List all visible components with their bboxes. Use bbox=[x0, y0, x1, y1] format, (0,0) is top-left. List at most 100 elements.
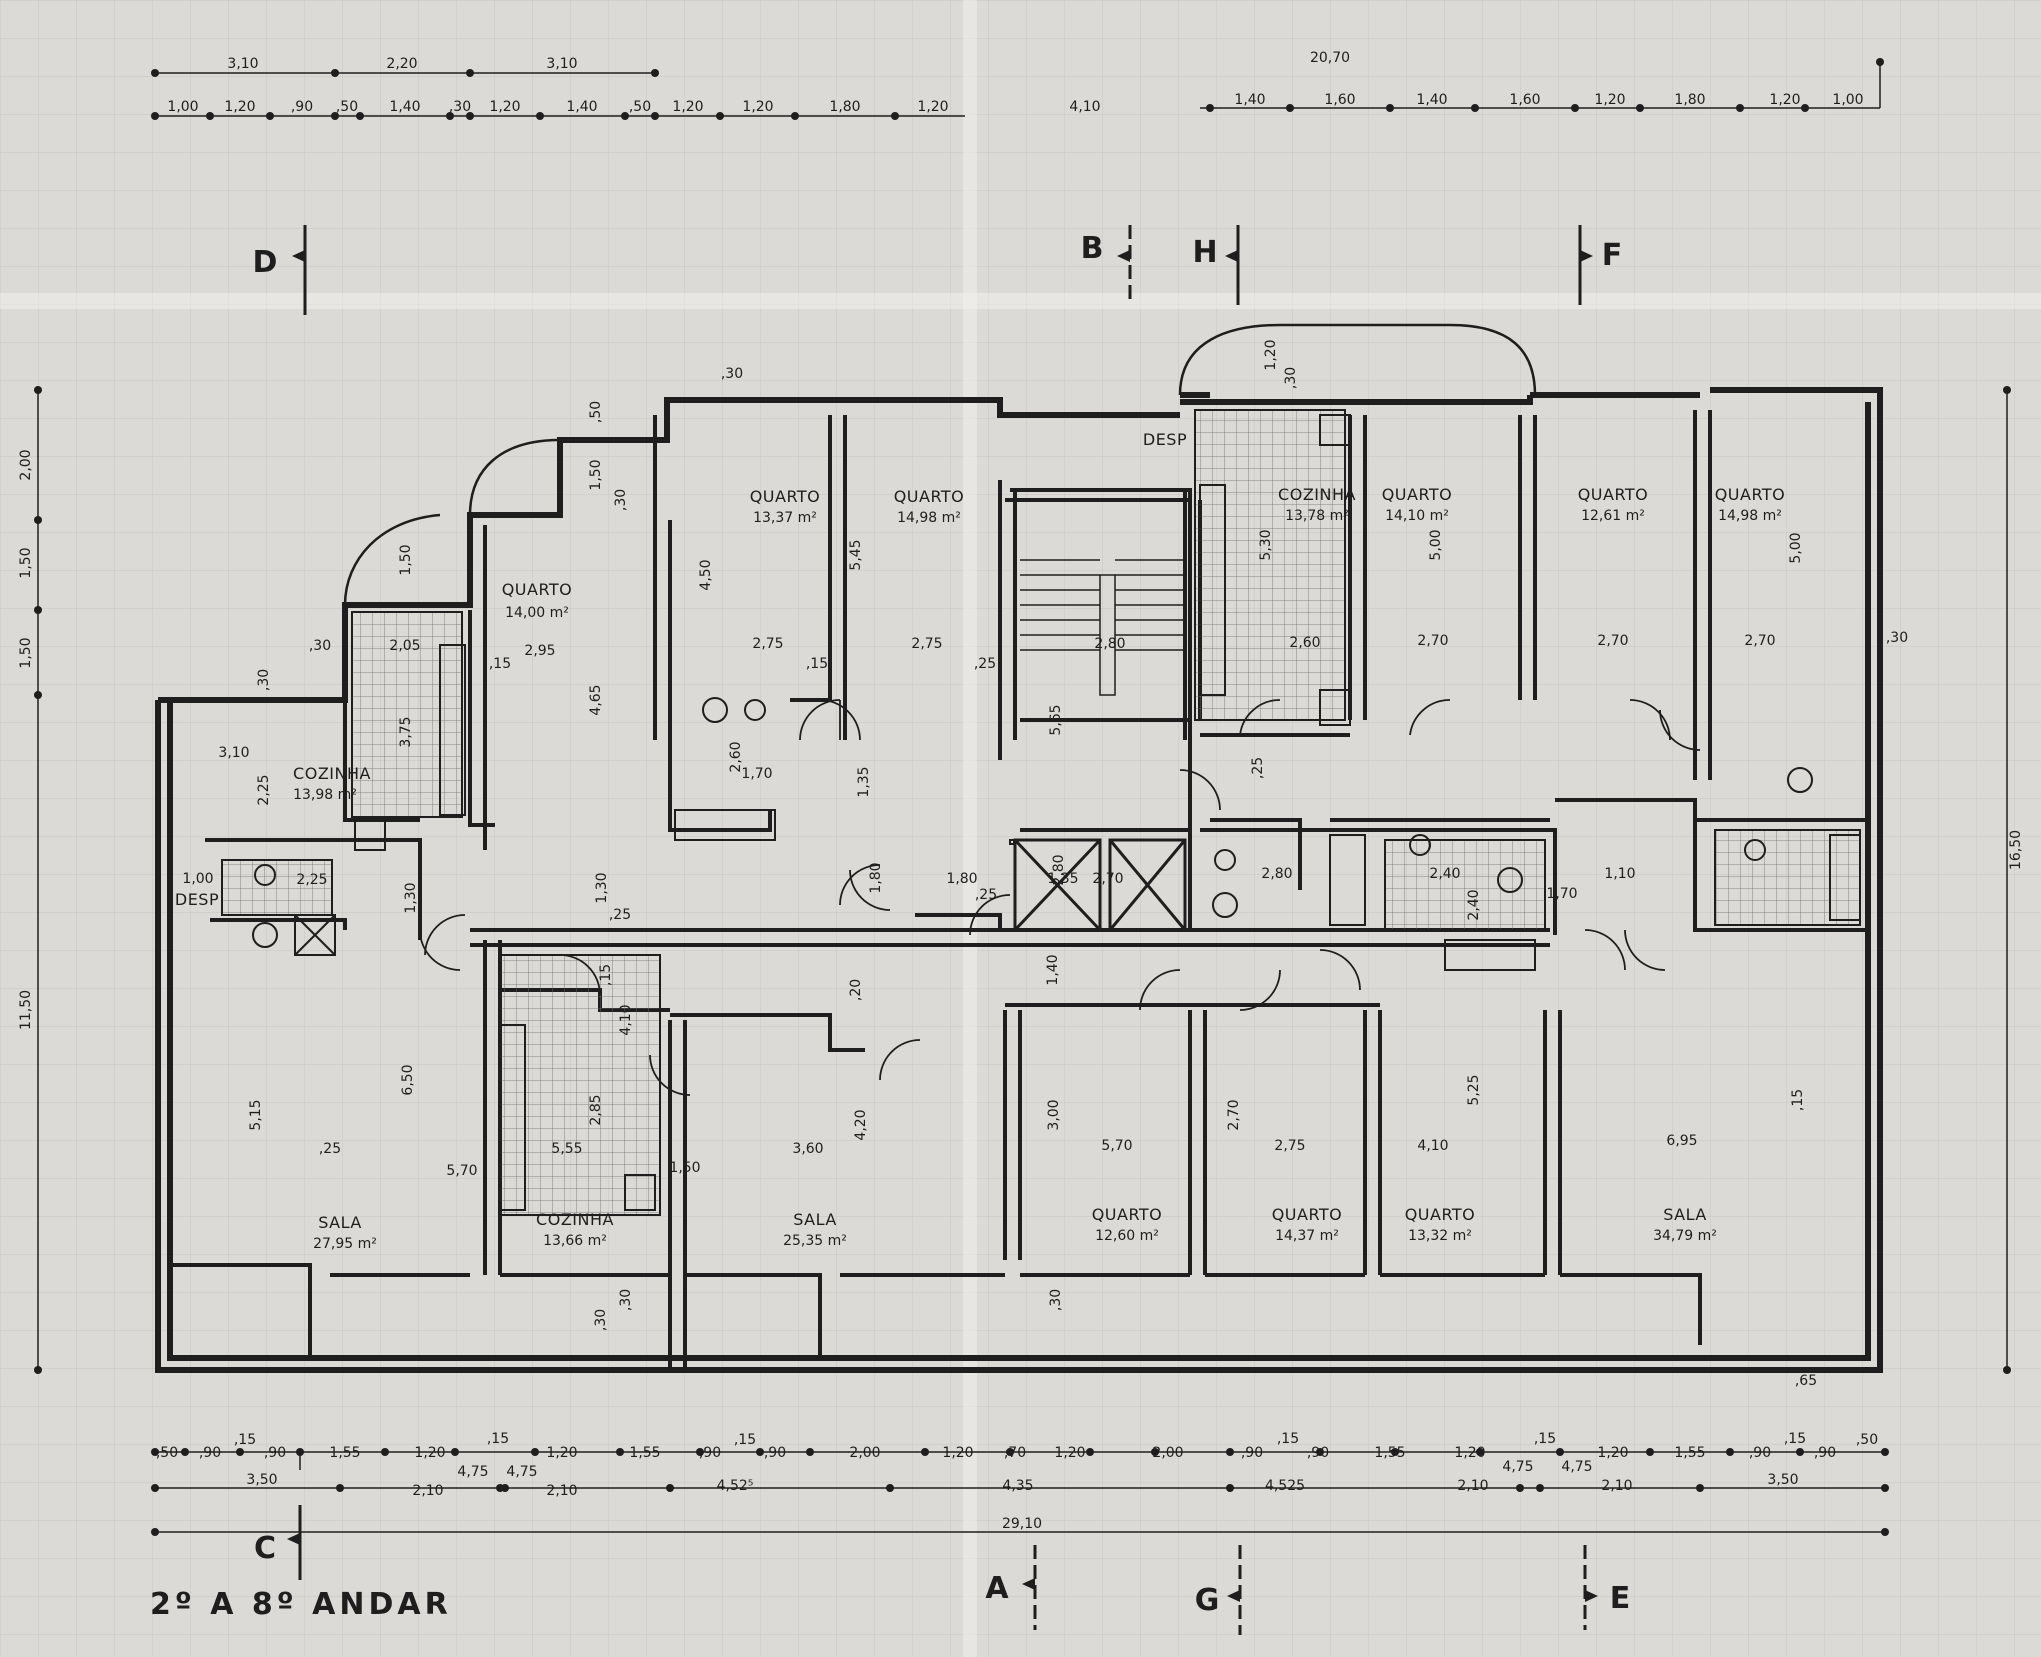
section-marker-a: A bbox=[985, 1545, 1037, 1630]
section-letter: D bbox=[253, 245, 278, 280]
dim-text: 3,50 bbox=[1767, 1472, 1798, 1488]
dimension-lines bbox=[37, 62, 2008, 1533]
dim-text: 5,15 bbox=[248, 1099, 264, 1130]
room-name: QUARTO bbox=[1715, 485, 1786, 504]
room-labels: QUARTO 14,00 m² QUARTO 13,37 m² QUARTO 1… bbox=[175, 430, 1785, 1252]
dim-text: 2,00 bbox=[849, 1445, 880, 1461]
dim-text: ,90 bbox=[264, 1445, 286, 1461]
room-name: DESP bbox=[1143, 430, 1187, 449]
room-name: QUARTO bbox=[1405, 1205, 1476, 1224]
dim-text: ,30 bbox=[256, 669, 272, 691]
section-letter: B bbox=[1081, 231, 1104, 266]
room-name: QUARTO bbox=[1272, 1205, 1343, 1224]
dim-text: ,15 bbox=[487, 1431, 509, 1447]
dim-text: 2,00 bbox=[1152, 1445, 1183, 1461]
dim-text: 3,75 bbox=[398, 716, 414, 747]
dim-text: ,90 bbox=[199, 1445, 221, 1461]
dim-text: 2,05 bbox=[389, 638, 420, 654]
room-area: 25,35 m² bbox=[783, 1233, 847, 1249]
dim-text: ,25 bbox=[1250, 757, 1266, 779]
dim-text: 2,40 bbox=[1466, 889, 1482, 920]
dim-text: 20,70 bbox=[1310, 50, 1350, 66]
room-area: 14,00 m² bbox=[505, 605, 569, 621]
section-marker-c: C bbox=[254, 1505, 302, 1580]
dim-text: 3,50 bbox=[246, 1472, 277, 1488]
dim-text: 1,00 bbox=[167, 99, 198, 115]
dim-text: 1,60 bbox=[1509, 92, 1540, 108]
dimensions-top-row1: 3,10 2,20 3,10 20,70 bbox=[227, 50, 1350, 72]
section-letter: A bbox=[985, 1571, 1009, 1606]
section-marker-g: G bbox=[1195, 1545, 1242, 1635]
dim-text: ,30 bbox=[618, 1289, 634, 1311]
dim-text: ,30 bbox=[1283, 367, 1299, 389]
dim-text: 5,30 bbox=[1258, 529, 1274, 560]
tiled-floors bbox=[221, 409, 1861, 1216]
section-letter: F bbox=[1602, 238, 1623, 273]
dim-text: 1,70 bbox=[741, 766, 772, 782]
partitions bbox=[170, 410, 1868, 1370]
section-marker-b: B bbox=[1081, 225, 1132, 305]
dim-text: 3,10 bbox=[227, 56, 258, 72]
dim-text: 5,25 bbox=[1466, 1074, 1482, 1105]
dim-text: ,30 bbox=[593, 1309, 609, 1331]
dim-text: 4,65 bbox=[588, 684, 604, 715]
room-name: QUARTO bbox=[502, 580, 573, 599]
room-name: SALA bbox=[793, 1210, 837, 1229]
dim-text: 5,70 bbox=[1101, 1138, 1132, 1154]
elevator-shafts bbox=[1013, 838, 1187, 932]
dim-text: 1,40 bbox=[1416, 92, 1447, 108]
dim-text: 5,00 bbox=[1788, 532, 1804, 563]
dim-text: 1,50 bbox=[669, 1160, 700, 1176]
dim-text: 2,25 bbox=[296, 872, 327, 888]
bathroom-fixtures bbox=[252, 697, 1861, 971]
dim-text: 6,95 bbox=[1666, 1133, 1697, 1149]
dim-text: 4,10 bbox=[1069, 99, 1100, 115]
dim-text: 2,70 bbox=[1226, 1099, 1242, 1130]
dim-text: 4,75 bbox=[1561, 1459, 1592, 1475]
dim-text: 1,55 bbox=[1674, 1445, 1705, 1461]
section-marker-h: H bbox=[1192, 225, 1240, 305]
dim-text: 2,70 bbox=[1744, 633, 1775, 649]
dim-text: 1,20 bbox=[224, 99, 255, 115]
dim-text: 3,60 bbox=[792, 1141, 823, 1157]
dim-text: ,90 bbox=[291, 99, 313, 115]
dim-text: 1,20 bbox=[917, 99, 948, 115]
dim-text: ,15 bbox=[1534, 1431, 1556, 1447]
dim-text: 1,80 bbox=[829, 99, 860, 115]
dim-text: ,30 bbox=[721, 366, 743, 382]
balcony-arcs bbox=[343, 323, 1537, 606]
dim-text: 4,10 bbox=[1417, 1138, 1448, 1154]
room-area: 14,98 m² bbox=[897, 510, 961, 526]
dim-text: ,15 bbox=[806, 656, 828, 672]
room-area: 27,95 m² bbox=[313, 1236, 377, 1252]
dim-text: 4,10 bbox=[618, 1004, 634, 1035]
dim-text: 2,10 bbox=[1601, 1478, 1632, 1494]
section-marker-f: F bbox=[1578, 225, 1623, 305]
dim-text: ,30 bbox=[309, 638, 331, 654]
dim-text: ,30 bbox=[1886, 630, 1908, 646]
dim-text: 6,50 bbox=[400, 1064, 416, 1095]
room-name: COZINHA bbox=[293, 764, 371, 783]
room-area: 12,60 m² bbox=[1095, 1228, 1159, 1244]
dim-text: 4,50 bbox=[698, 559, 714, 590]
dim-text: ,25 bbox=[609, 907, 631, 923]
dim-text: 1,60 bbox=[1324, 92, 1355, 108]
dim-text: 1,00 bbox=[1832, 92, 1863, 108]
dim-text: ,50 bbox=[156, 1445, 178, 1461]
dim-text: 3,10 bbox=[218, 745, 249, 761]
dim-text: 2,60 bbox=[1289, 635, 1320, 651]
dim-text: ,50 bbox=[336, 99, 358, 115]
dim-text: 1,00 bbox=[182, 871, 213, 887]
room-name: SALA bbox=[1663, 1205, 1707, 1224]
dim-text: ,20 bbox=[848, 979, 864, 1001]
dim-text: 4,75 bbox=[1502, 1459, 1533, 1475]
dim-text: ,90 bbox=[1307, 1445, 1329, 1461]
dimensions-top-row2: 1,00 1,20 ,90 ,50 1,40 ,30 1,20 1,40 ,50… bbox=[167, 92, 1863, 115]
dim-text: 1,40 bbox=[1045, 954, 1061, 985]
paper-fold-vertical bbox=[963, 0, 977, 1657]
room-area: 34,79 m² bbox=[1653, 1228, 1717, 1244]
room-name: QUARTO bbox=[1092, 1205, 1163, 1224]
section-markers: D B H F C A G bbox=[253, 225, 1630, 1635]
dim-text: ,90 bbox=[1241, 1445, 1263, 1461]
